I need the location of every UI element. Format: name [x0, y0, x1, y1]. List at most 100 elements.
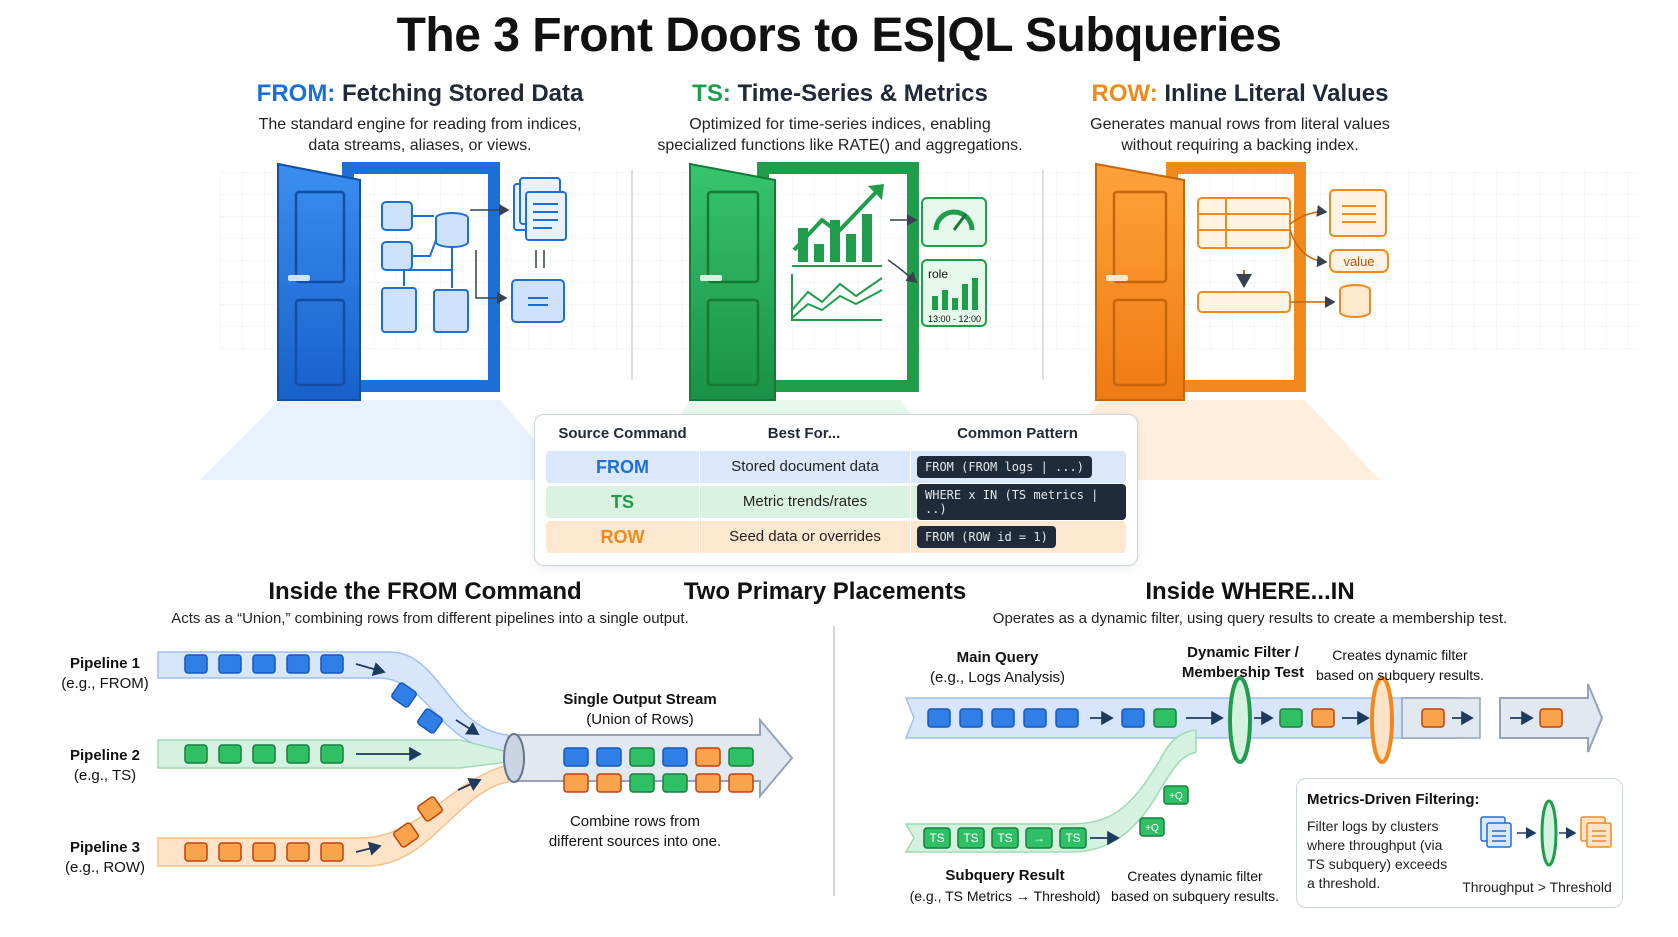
table-row-ts: TS Metric trends/rates WHERE x IN (TS me…	[546, 484, 1126, 520]
table-best-row: Seed data or overrides	[699, 521, 911, 553]
filter-line1: Dynamic Filter /	[1187, 644, 1299, 661]
pipeline3-sub: (e.g., ROW)	[64, 859, 145, 876]
ts-chip-1	[923, 827, 951, 849]
table-best-ts: Metric trends/rates	[699, 486, 911, 518]
arrow-chip	[1025, 827, 1053, 849]
subquery-result-name: Subquery Result	[945, 867, 1065, 884]
metrics-filter-icon	[1480, 799, 1612, 867]
pipeline2-label: Pipeline 2 (e.g., TS)	[55, 746, 155, 786]
subquery-result-sub: (e.g., TS Metrics → Threshold)	[909, 888, 1101, 904]
ts-card-range: 13:00 - 12:00	[928, 314, 981, 324]
table-best-from: Stored document data	[699, 451, 911, 483]
table-cmd-row: ROW	[600, 526, 645, 547]
filter-line2: Membership Test	[1181, 664, 1305, 681]
metrics-line1: Filter logs by clusters	[1307, 818, 1439, 834]
from-door-desc-line2: data streams, aliases, or views.	[308, 137, 532, 154]
ts-chip-4	[1059, 827, 1087, 849]
creates-top-label: Creates dynamic filter based on subquery…	[1310, 645, 1490, 685]
pipeline1-label: Pipeline 1 (e.g., FROM)	[55, 654, 155, 694]
creates-bottom-line1: Creates dynamic filter	[1127, 868, 1263, 884]
table-header-pattern: Common Pattern	[957, 425, 1078, 442]
ts-door-name: Time-Series & Metrics	[737, 80, 988, 107]
output-stream-name: Single Output Stream	[563, 691, 717, 708]
combine-caption: Combine rows from different sources into…	[520, 812, 750, 852]
row-door-title: ROW: Inline Literal Values	[1060, 80, 1420, 108]
output-stream-label: Single Output Stream (Union of Rows)	[540, 690, 740, 730]
creates-top-line2: based on subquery results.	[1315, 667, 1485, 683]
pipeline1-sub: (e.g., FROM)	[61, 675, 149, 692]
pipeline2-name: Pipeline 2	[69, 747, 141, 764]
pipeline3-name: Pipeline 3	[69, 839, 141, 856]
from-door-icon	[277, 162, 567, 401]
row-door-desc-line1: Generates manual rows from literal value…	[1090, 116, 1390, 133]
ts-chip-4-label: TS	[1065, 831, 1080, 845]
ts-door-desc-line1: Optimized for time-series indices, enabl…	[689, 116, 991, 133]
code-pattern-row: FROM (ROW id = 1)	[917, 526, 1056, 548]
ts-door-desc-line2: specialized functions like RATE() and ag…	[657, 137, 1023, 154]
ts-door-desc: Optimized for time-series indices, enabl…	[640, 114, 1040, 156]
row-door-icon: value	[1095, 162, 1389, 401]
metrics-line4: a threshold.	[1307, 875, 1381, 891]
metrics-card-body: Filter logs by clusters where throughput…	[1307, 817, 1447, 893]
main-query-label: Main Query (e.g., Logs Analysis)	[915, 648, 1080, 688]
ts-chip-2-label: TS	[963, 831, 978, 845]
metrics-card-title: Metrics-Driven Filtering:	[1307, 791, 1480, 808]
ts-card-label: role	[928, 267, 948, 281]
pipeline3-label: Pipeline 3 (e.g., ROW)	[55, 838, 155, 878]
ts-chip-1-label: TS	[929, 831, 944, 845]
row-door-desc-line2: without requiring a backing index.	[1121, 137, 1359, 154]
table-row-row: ROW Seed data or overrides FROM (ROW id …	[546, 521, 1126, 553]
ts-chip-3-label: TS	[997, 831, 1012, 845]
metrics-line3: TS subquery) exceeds	[1307, 856, 1448, 872]
table-row-from: FROM Stored document data FROM (FROM log…	[546, 451, 1126, 483]
q-chip-1	[1139, 817, 1165, 837]
where-section-desc: Operates as a dynamic filter, using quer…	[992, 610, 1508, 627]
combine-line2: different sources into one.	[548, 833, 722, 850]
ts-door-icon: role 13:00 - 12:00	[689, 162, 987, 401]
middle-title: Two Primary Placements	[683, 578, 967, 605]
creates-top-line1: Creates dynamic filter	[1332, 647, 1468, 663]
from-section-title: Inside the FROM Command	[268, 578, 582, 605]
ts-door-title: TS: Time-Series & Metrics	[640, 80, 1040, 108]
table-cmd-ts: TS	[610, 491, 634, 512]
code-pattern-from: FROM (FROM logs | ...)	[917, 456, 1092, 478]
union-diagram	[157, 651, 794, 867]
where-section-title: Inside WHERE...IN	[1145, 578, 1355, 605]
row-door-name: Inline Literal Values	[1164, 80, 1389, 107]
page-title: The 3 Front Doors to ES|QL Subqueries	[396, 9, 1282, 62]
from-door-name: Fetching Stored Data	[341, 80, 584, 107]
row-keyword: ROW:	[1091, 80, 1158, 107]
ts-chip-3	[991, 827, 1019, 849]
creates-bottom-line2: based on subquery results.	[1110, 888, 1280, 904]
pipeline1-name: Pipeline 1	[69, 655, 141, 672]
table-header-best: Best For...	[767, 425, 841, 442]
q-chip-1-label: +Q	[1145, 823, 1159, 834]
row-door-desc: Generates manual rows from literal value…	[1060, 114, 1420, 156]
metrics-filtering-card: Metrics-Driven Filtering: Filter logs by…	[1296, 778, 1623, 908]
ts-keyword: TS:	[692, 80, 731, 107]
section-divider	[833, 626, 835, 896]
arrow-chip-label: →	[1033, 831, 1045, 845]
table-header-source: Source Command	[558, 425, 687, 442]
code-pattern-ts: WHERE x IN (TS metrics | ..)	[917, 484, 1126, 520]
q-chip-2-label: +Q	[1169, 791, 1183, 802]
q-chip-2	[1163, 785, 1189, 805]
table-cmd-from: FROM	[596, 456, 649, 477]
from-door-title: FROM: Fetching Stored Data	[230, 80, 610, 108]
from-section-desc: Acts as a “Union,” combining rows from d…	[171, 610, 689, 627]
subquery-result-label: Subquery Result (e.g., TS Metrics → Thre…	[900, 866, 1110, 907]
from-door-desc-line1: The standard engine for reading from ind…	[258, 116, 582, 133]
comparison-table: Source Command Best For... Common Patter…	[534, 414, 1138, 566]
creates-bottom-label: Creates dynamic filter based on subquery…	[1100, 866, 1290, 906]
main-query-name: Main Query	[956, 649, 1039, 666]
pipeline2-sub: (e.g., TS)	[73, 767, 137, 784]
row-value-chip: value	[1343, 254, 1374, 269]
output-stream-sub: (Union of Rows)	[586, 711, 694, 728]
metrics-caption: Throughput > Threshold	[1462, 879, 1612, 895]
main-query-sub: (e.g., Logs Analysis)	[929, 669, 1066, 686]
metrics-line2: where throughput (via	[1307, 837, 1443, 853]
where-in-diagram: TS TS TS → TS +Q +Q	[904, 676, 1604, 853]
ts-chip-2	[957, 827, 985, 849]
filter-label: Dynamic Filter / Membership Test	[1168, 643, 1318, 683]
combine-line1: Combine rows from	[569, 813, 701, 830]
